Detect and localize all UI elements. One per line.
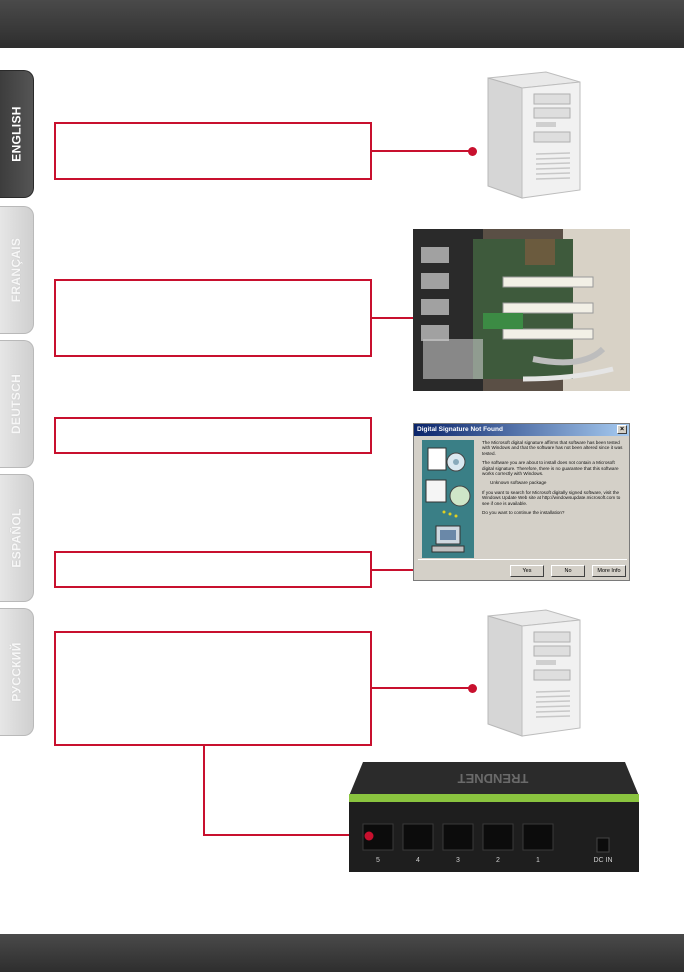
desktop-computer-image-1 [487,71,581,199]
tab-espanol-label: ESPAÑOL [9,508,24,568]
signature-illustration-icon [422,440,474,558]
port-label-2: 2 [496,857,500,864]
port-label-4: 4 [416,857,420,864]
step-5-to-switch-line-vertical [203,746,205,836]
dialog-paragraph-3: If you want to search for Microsoft digi… [482,489,621,506]
tab-deutsch-label: DEUTSCH [9,373,24,435]
dialog-question: Do you want to continue the installation… [482,510,565,516]
step-3-box [54,417,372,454]
tab-espanol[interactable]: ESPAÑOL [0,474,34,602]
step-5-marker [468,684,477,693]
pci-slot-photo [413,229,630,391]
more-info-button[interactable]: More Info [592,565,626,577]
step-1-box [54,122,372,180]
step-5-connector [372,687,472,689]
header-bar [0,0,684,48]
step-5-to-switch-line-horizontal [203,834,365,836]
network-switch-image: TRENDNET 5 4 3 2 1 DC IN [349,762,639,872]
tab-russian[interactable]: РУССКИЙ [0,608,34,736]
switch-brand-text: TRENDNET [458,771,529,786]
dialog-package-name: Unknown software package [490,480,547,486]
dc-in-label: DC IN [593,857,612,864]
footer-bar [0,934,684,972]
dialog-title: Digital Signature Not Found [417,426,503,433]
dialog-paragraph-1: The Microsoft digital signature affirms … [482,440,623,456]
desktop-computer-image-2 [487,609,581,737]
digital-signature-dialog: Digital Signature Not Found × The Micros… [413,423,630,581]
port-label-1: 1 [536,857,540,864]
tab-english-label: ENGLISH [9,106,24,162]
close-icon[interactable]: × [617,425,627,434]
yes-button[interactable]: Yes [510,565,544,577]
dialog-title-bar: Digital Signature Not Found × [414,424,629,436]
tab-russian-label: РУССКИЙ [9,642,24,702]
dialog-message: The Microsoft digital signature affirms … [482,440,626,519]
step-5-box [54,631,372,746]
port-label-3: 3 [456,857,460,864]
step-1-connector [372,150,472,152]
tab-deutsch[interactable]: DEUTSCH [0,340,34,468]
port-label-5: 5 [376,857,380,864]
step-1-marker [468,147,477,156]
step-2-box [54,279,372,357]
tab-francais[interactable]: FRANÇAIS [0,206,34,334]
dialog-paragraph-2: The software you are about to install do… [482,460,619,477]
tab-francais-label: FRANÇAIS [9,237,24,303]
no-button[interactable]: No [551,565,585,577]
tab-english[interactable]: ENGLISH [0,70,34,198]
step-4-box [54,551,372,588]
dialog-separator [418,559,627,560]
